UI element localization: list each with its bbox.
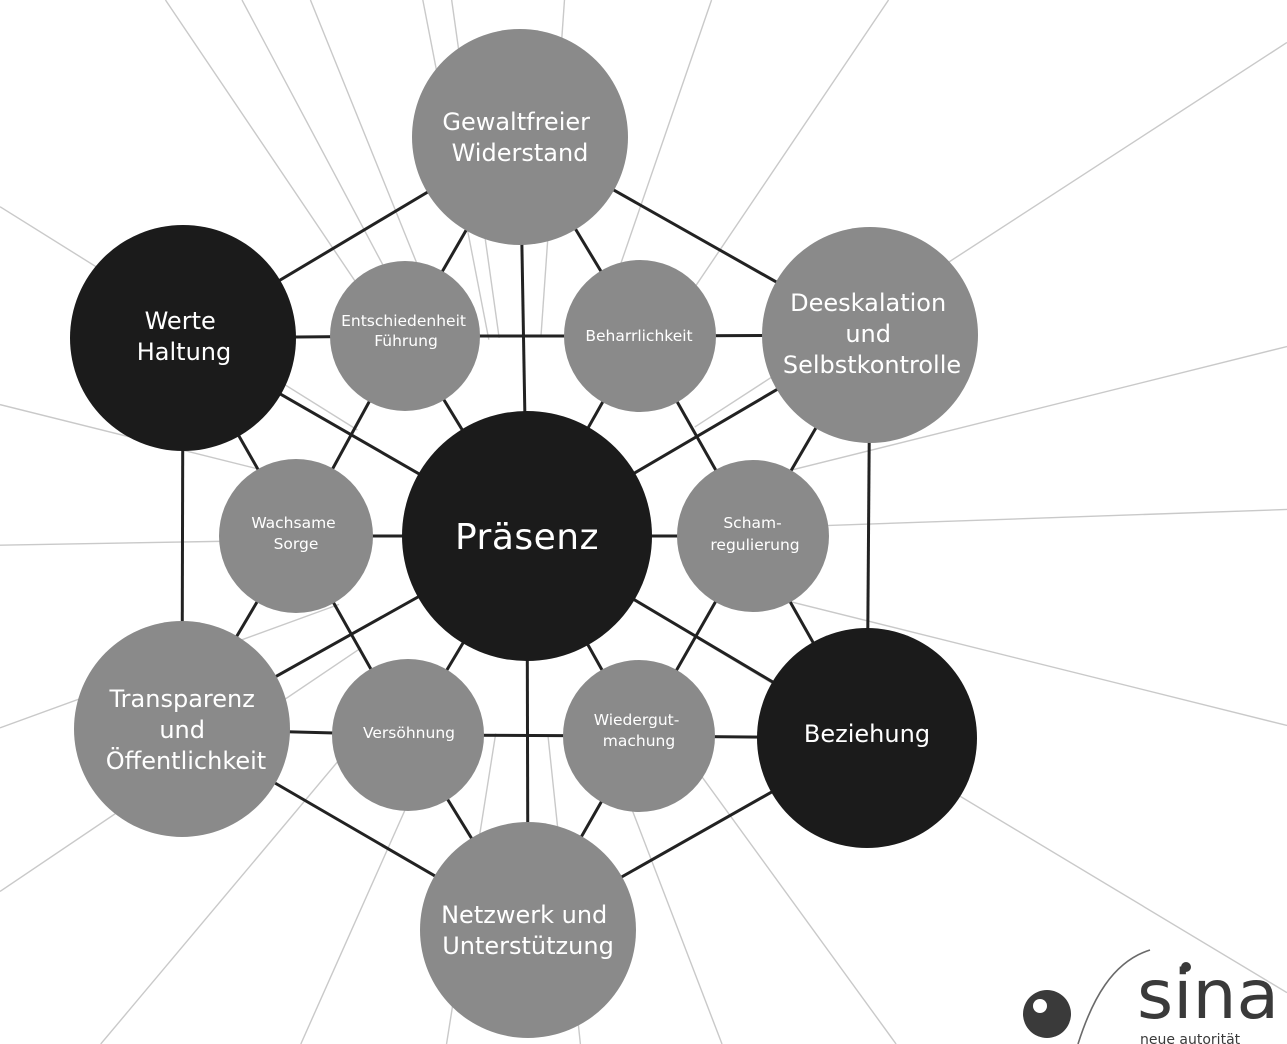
svg-text:Beharrlichkeit: Beharrlichkeit (585, 327, 692, 345)
sina-logo: sina neue autorität (1023, 949, 1279, 1044)
logo-wordmark: sina (1137, 956, 1279, 1035)
node-beziehung-label: Beziehung (804, 720, 930, 748)
node-wiedergutmachung-label-1: Wiedergut- (594, 711, 680, 729)
node-entschiedenheit: Entschiedenheit Führung (330, 261, 480, 411)
node-wiedergutmachung-circle (563, 660, 715, 812)
node-gewaltfreier-widerstand: Gewaltfreier Widerstand (412, 29, 628, 245)
svg-text:Wiedergut- machung: Wiedergut- machung (594, 711, 685, 750)
nodes: Präsenz Gewaltfreier Widerstand Deeskala… (70, 29, 978, 1038)
svg-text:Versöhnung: Versöhnung (363, 724, 455, 742)
logo-tagline: neue autorität (1140, 1032, 1241, 1044)
node-praesenz-label: Präsenz (455, 517, 599, 558)
node-transparenz: Transparenz und Öffentlichkeit (74, 621, 290, 837)
node-werte-haltung-label-1: Werte (145, 307, 216, 335)
node-schamregulierung: Scham- regulierung (677, 460, 829, 612)
node-transparenz-label-1: Transparenz (109, 685, 255, 713)
node-versoehnung: Versöhnung (332, 659, 484, 811)
node-schamregulierung-circle (677, 460, 829, 612)
node-werte-haltung-label-2: Haltung (137, 338, 232, 366)
node-entschiedenheit-label-1: Entschiedenheit (341, 312, 466, 330)
node-versoehnung-circle (332, 659, 484, 811)
node-beziehung: Beziehung (757, 628, 977, 848)
svg-text:Transparenz und: Transparenz und Öffentlichkeit (106, 685, 266, 775)
node-deeskalation-label-2: und (845, 320, 891, 348)
svg-text:Beziehung: Beziehung (804, 720, 930, 748)
svg-text:Netzwerk und Unterstüt: Netzwerk und Unterstützung (441, 901, 615, 960)
node-transparenz-label-3: Öffentlichkeit (106, 746, 266, 775)
node-wiedergutmachung: Wiedergut- machung (563, 660, 715, 812)
node-transparenz-circle (74, 621, 290, 837)
background-ray-6 (720, 345, 1287, 489)
node-praesenz: Präsenz (402, 411, 652, 661)
node-gewaltfreier-widerstand-circle (412, 29, 628, 245)
logo-pupil-icon (1033, 999, 1047, 1013)
node-netzwerk-label-1: Netzwerk und (441, 901, 607, 929)
svg-text:Gewaltfreier Widerstan: Gewaltfreier Widerstand (442, 108, 597, 167)
node-deeskalation-circle (762, 227, 978, 443)
node-beharrlichkeit-label: Beharrlichkeit (585, 327, 692, 345)
node-werte-haltung-circle (70, 225, 296, 451)
node-netzwerk: Netzwerk und Unterstützung (420, 822, 636, 1038)
svg-text:Präsenz: Präsenz (455, 517, 599, 558)
node-beziehung-circle (757, 628, 977, 848)
node-netzwerk-circle (420, 822, 636, 1038)
node-beharrlichkeit: Beharrlichkeit (564, 260, 716, 412)
node-gewaltfreier-widerstand-label-1: Gewaltfreier (442, 108, 590, 136)
node-deeskalation-label-1: Deeskalation (790, 289, 946, 317)
node-versoehnung-label: Versöhnung (363, 724, 455, 742)
background-ray-8 (720, 583, 1287, 727)
node-gewaltfreier-widerstand-label-2: Widerstand (452, 139, 589, 167)
node-praesenz-circle (402, 411, 652, 661)
node-deeskalation-label-3: Selbstkontrolle (783, 351, 961, 379)
logo-eye-icon (1023, 990, 1071, 1038)
node-deeskalation: Deeskalation und Selbstkontrolle (762, 227, 978, 443)
node-wachsame-sorge-label-2: Sorge (274, 535, 319, 553)
node-beharrlichkeit-circle (564, 260, 716, 412)
node-transparenz-label-2: und (159, 716, 205, 744)
svg-text:Werte Haltung: Werte Haltung (137, 307, 232, 366)
node-netzwerk-label-2: Unterstützung (442, 932, 614, 960)
node-schamregulierung-label-2: regulierung (710, 536, 799, 554)
node-wachsame-sorge-label-1: Wachsame (251, 514, 335, 532)
node-entschiedenheit-label-2: Führung (374, 332, 438, 350)
logo-swoosh-icon (1077, 949, 1151, 1044)
svg-text:Deeskalation und: Deeskalation und Selbstkontrolle (783, 289, 961, 379)
node-wiedergutmachung-label-2: machung (603, 732, 675, 750)
node-wachsame-sorge-circle (219, 459, 373, 613)
svg-text:Entschiedenheit Führun: Entschiedenheit Führung (341, 312, 471, 350)
node-wachsame-sorge: Wachsame Sorge (219, 459, 373, 613)
node-schamregulierung-label-1: Scham- (723, 514, 781, 532)
svg-text:Wachsame Sorge: Wachsame Sorge (251, 514, 340, 553)
node-entschiedenheit-circle (330, 261, 480, 411)
logo-dot-icon (1181, 962, 1191, 972)
node-werte-haltung: Werte Haltung (70, 225, 296, 451)
svg-text:Scham- regulierung: Scham- regulierung (710, 514, 799, 554)
